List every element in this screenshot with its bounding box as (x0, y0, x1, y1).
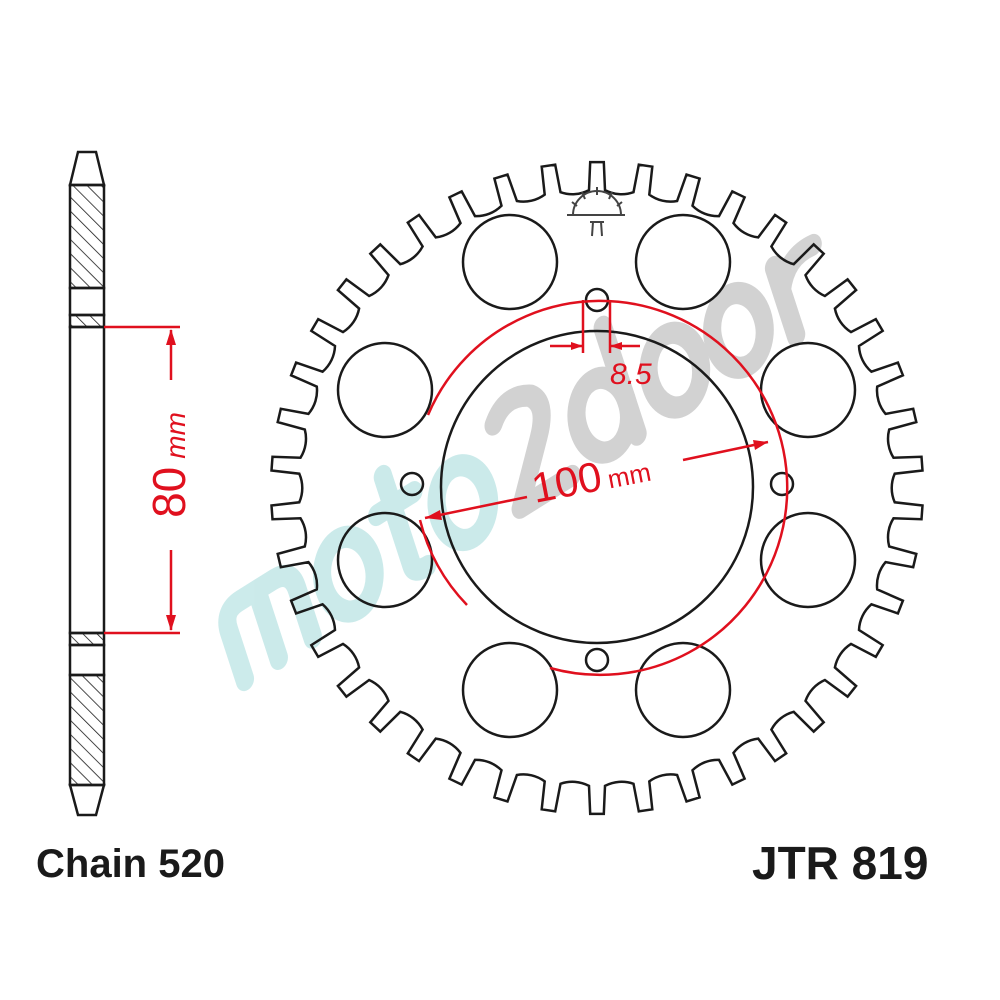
pcd-label: 100mm (528, 443, 654, 512)
jt-logo (567, 187, 625, 237)
pcd-dimension (418, 299, 789, 677)
hub-height-label: 80mm (143, 412, 195, 518)
chain-label: Chain 520 (36, 842, 225, 886)
center-bore (439, 329, 755, 645)
large-holes (336, 213, 857, 739)
bolt-hole-dimension (550, 300, 640, 353)
side-view (68, 150, 106, 817)
hub-height-dimension (104, 325, 180, 635)
part-number: JTR 819 (752, 837, 929, 889)
bolt-holes (399, 287, 795, 673)
sprocket-outline (270, 160, 924, 816)
watermark-logo (218, 233, 822, 692)
bolt-hole-label: 8.5 (610, 358, 652, 391)
